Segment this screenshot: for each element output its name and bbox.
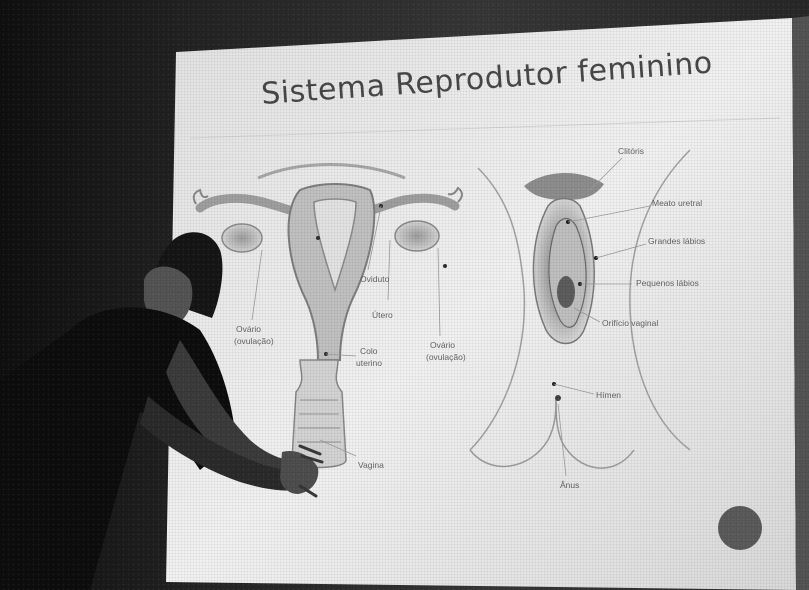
label-clitoris: Clitóris: [618, 146, 644, 156]
label-urethral-meatus: Meato uretral: [652, 198, 702, 208]
label-vaginal-opening: Orifício vaginal: [602, 318, 658, 328]
label-ovary-right-sub: (ovulação): [426, 352, 466, 362]
label-cervix-sub: uterino: [356, 358, 382, 368]
right-ovary: [395, 221, 439, 251]
left-ovary: [222, 224, 262, 252]
label-ovary-left: Ovário: [236, 324, 261, 334]
slide-nav-button[interactable]: [718, 506, 762, 550]
label-labia-minora: Pequenos lábios: [636, 278, 699, 288]
label-hymen: Hímen: [596, 390, 621, 400]
label-cervix: Colo: [360, 346, 378, 356]
label-vagina: Vagina: [358, 460, 384, 470]
label-anus: Ânus: [560, 480, 579, 490]
anus-marker: [555, 395, 561, 401]
label-ovary-right: Ovário: [430, 340, 455, 350]
label-oviduct: Oviduto: [360, 274, 390, 284]
label-uterus: Útero: [372, 310, 393, 320]
label-ovary-left-sub: (ovulação): [234, 336, 274, 346]
projection-screen: [166, 18, 796, 590]
label-labia-majora: Grandes lábios: [648, 236, 705, 246]
